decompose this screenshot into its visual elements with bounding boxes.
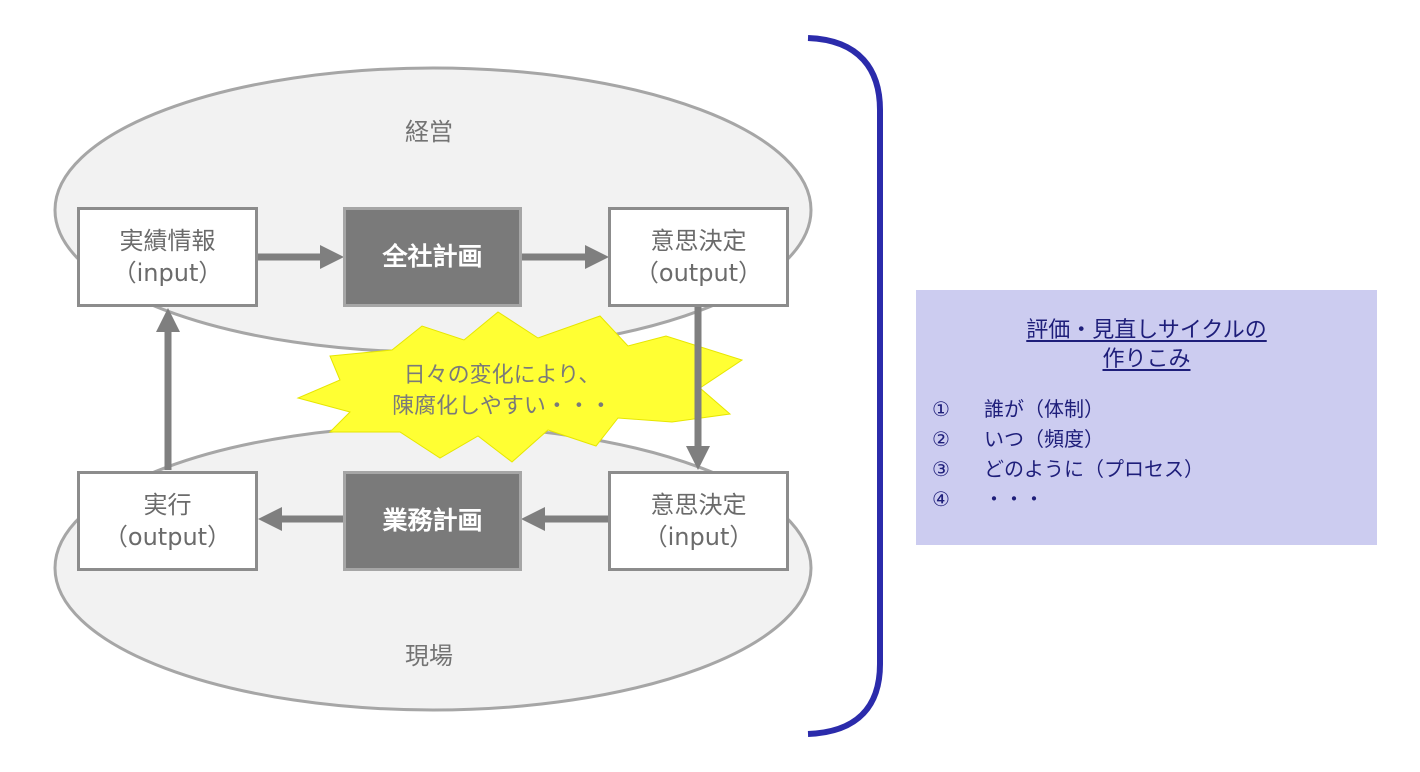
business-plan-box: 業務計画 xyxy=(343,471,522,571)
list-item-text: ・・・ xyxy=(984,487,1044,511)
actual-info-subtitle: （input） xyxy=(112,259,223,287)
company-plan-label: 全社計画 xyxy=(382,242,483,271)
decision-output-box: 意思決定 （output） xyxy=(608,207,789,307)
warning-text: 日々の変化により、 陳腐化しやすい・・・ xyxy=(362,360,642,422)
warning-line-2: 陳腐化しやすい・・・ xyxy=(392,394,612,419)
actual-info-title: 実績情報 xyxy=(119,227,216,255)
company-plan-box: 全社計画 xyxy=(343,207,522,307)
decision-input-box: 意思決定 （input） xyxy=(608,471,789,571)
panel-title-line-2: 作りこみ xyxy=(1102,347,1191,372)
decision-output-title: 意思決定 xyxy=(650,227,747,255)
list-item-text: 誰が（体制） xyxy=(984,397,1104,421)
list-item-number: ① xyxy=(932,397,950,421)
review-cycle-panel: 評価・見直しサイクルの 作りこみ ① 誰が（体制） ② いつ（頻度） ③ どのよ… xyxy=(916,290,1377,545)
list-item: ② いつ（頻度） xyxy=(930,424,1363,454)
list-item: ① 誰が（体制） xyxy=(930,394,1363,424)
execution-subtitle: （output） xyxy=(103,523,232,551)
grouping-bracket xyxy=(807,35,883,737)
list-item: ③ どのように（プロセス） xyxy=(930,454,1363,484)
list-item-number: ② xyxy=(932,427,950,451)
warning-starburst xyxy=(296,311,744,463)
field-label: 現場 xyxy=(405,642,453,670)
panel-list: ① 誰が（体制） ② いつ（頻度） ③ どのように（プロセス） ④ ・・・ xyxy=(930,394,1363,514)
warning-line-1: 日々の変化により、 xyxy=(403,363,601,388)
list-item-text: どのように（プロセス） xyxy=(984,457,1204,481)
decision-input-subtitle: （input） xyxy=(643,523,754,551)
execution-box: 実行 （output） xyxy=(77,471,258,571)
execution-title: 実行 xyxy=(143,491,192,519)
list-item-number: ③ xyxy=(932,457,950,481)
business-plan-label: 業務計画 xyxy=(382,506,483,535)
management-label: 経営 xyxy=(405,118,453,146)
panel-title: 評価・見直しサイクルの 作りこみ xyxy=(930,316,1363,374)
decision-output-subtitle: （output） xyxy=(634,259,763,287)
decision-input-title: 意思決定 xyxy=(650,491,747,519)
flow-arrows xyxy=(156,245,710,531)
list-item-number: ④ xyxy=(932,487,950,511)
list-item-text: いつ（頻度） xyxy=(984,427,1104,451)
panel-title-line-1: 評価・見直しサイクルの xyxy=(1026,318,1267,343)
list-item: ④ ・・・ xyxy=(930,484,1363,514)
actual-info-box: 実績情報 （input） xyxy=(77,207,258,307)
